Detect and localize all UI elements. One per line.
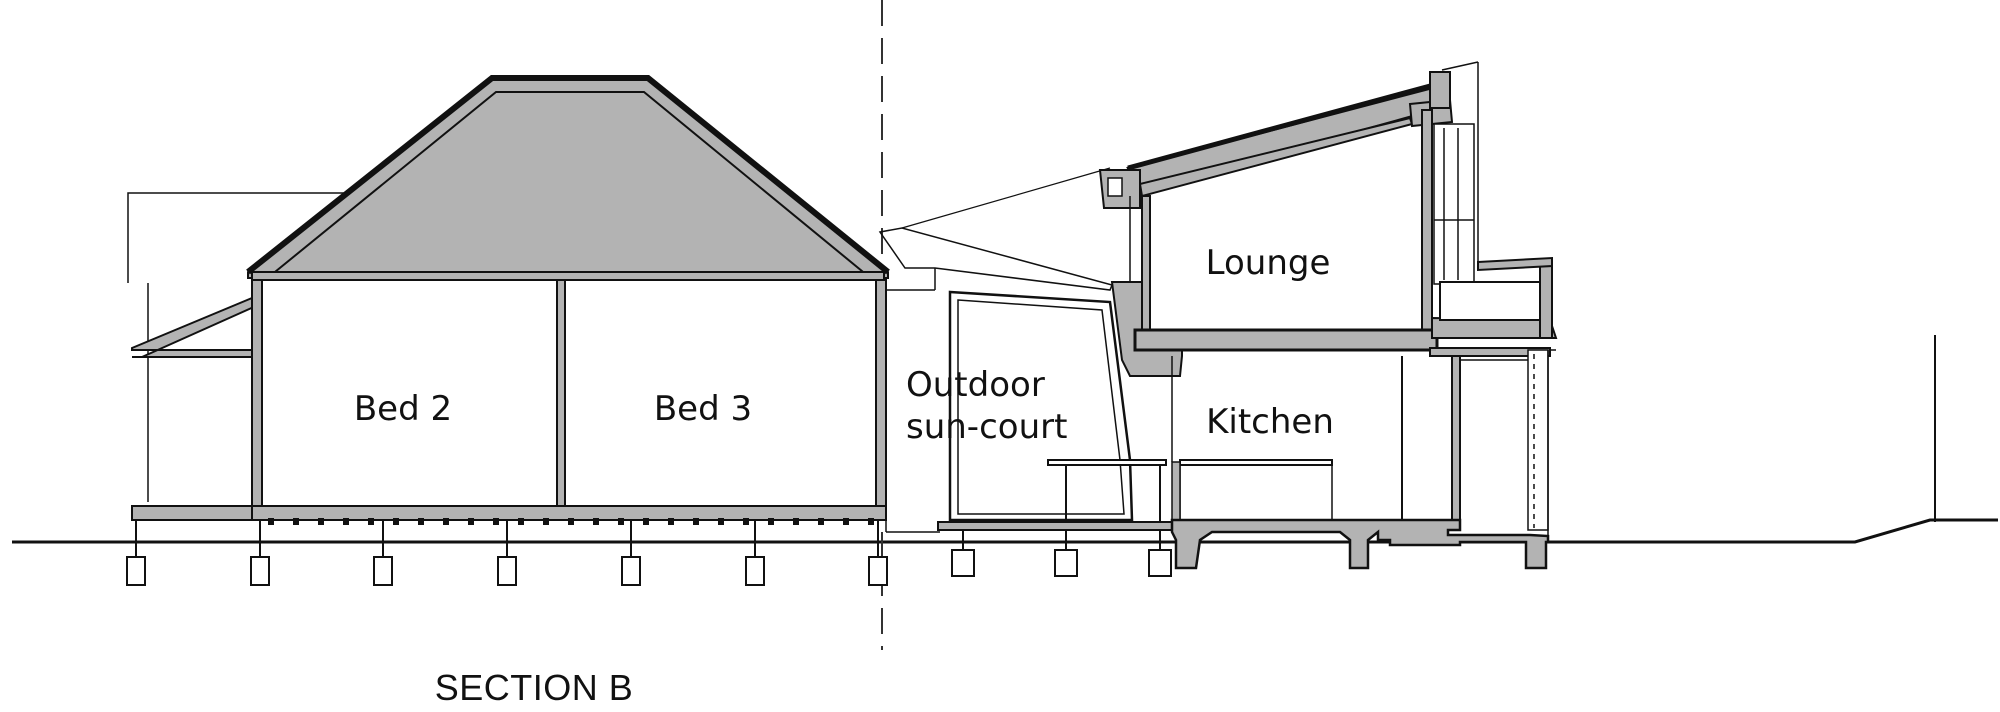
- stump-footing: [250, 556, 270, 586]
- stump-footing: [621, 556, 641, 586]
- floor-joists: [268, 518, 874, 525]
- floor-joist: [843, 518, 849, 525]
- stump-footing: [126, 556, 146, 586]
- balcony-cap: [1477, 256, 1553, 272]
- floor-joist: [418, 518, 424, 525]
- neighbour-outline: [127, 192, 345, 283]
- canopy-sightline: [901, 167, 1111, 229]
- room-label-bed2: Bed 2: [354, 389, 452, 429]
- roof-flashing: [1429, 71, 1451, 109]
- room-label-lounge: Lounge: [1206, 243, 1331, 283]
- stump-footing: [1054, 549, 1078, 577]
- room-label-kitchen: Kitchen: [1206, 402, 1334, 442]
- verandah-roof: [131, 296, 258, 358]
- sun-court-canopy: [878, 227, 1114, 291]
- floor-joist: [568, 518, 574, 525]
- kitchen-bench: [1179, 459, 1333, 466]
- floor-joist: [768, 518, 774, 525]
- floor-joist: [368, 518, 374, 525]
- floor-joist: [693, 518, 699, 525]
- kitchen-right-wall: [1451, 355, 1461, 523]
- floor-joist: [593, 518, 599, 525]
- roof-outer-edge: [246, 75, 890, 275]
- gutter-detail: [1107, 177, 1123, 197]
- floor-joist: [293, 518, 299, 525]
- bed3-right-wall: [875, 279, 887, 509]
- verandah-deck: [131, 505, 253, 521]
- ceiling-band: [251, 271, 885, 281]
- stump-footing: [497, 556, 517, 586]
- floor-joist: [718, 518, 724, 525]
- bed2-left-wall: [251, 279, 263, 509]
- room-label-outdoor: Outdoor: [906, 365, 1045, 405]
- stump-footing: [745, 556, 765, 586]
- floor-joist: [468, 518, 474, 525]
- stump-footing: [868, 556, 888, 586]
- roof-inner-edge: [269, 91, 869, 277]
- balcony-beam: [1429, 347, 1551, 357]
- stump-footing: [1148, 549, 1172, 577]
- floor-joist: [543, 518, 549, 525]
- balcony-wall: [1539, 261, 1553, 339]
- sun-court-deck: [937, 521, 1179, 531]
- clerestory-window: [1433, 123, 1475, 285]
- floor-joist: [343, 518, 349, 525]
- kitchen-slab: [1170, 518, 1550, 570]
- left-floor: [251, 505, 887, 521]
- lounge-floor: [1133, 328, 1439, 352]
- floor-joist: [618, 518, 624, 525]
- balcony-balustrade: [1439, 281, 1551, 321]
- floor-joist: [793, 518, 799, 525]
- floor-joist: [818, 518, 824, 525]
- floor-joist: [393, 518, 399, 525]
- floor-joist: [868, 518, 874, 525]
- bench-post: [1171, 461, 1181, 523]
- room-label-bed3: Bed 3: [654, 389, 752, 429]
- floor-joist: [268, 518, 274, 525]
- sun-court-screen: [948, 290, 1134, 522]
- room-label-suncourt: sun-court: [906, 407, 1067, 447]
- section-title: SECTION B: [435, 667, 634, 708]
- floor-joist: [643, 518, 649, 525]
- stumps-court: [951, 530, 1172, 577]
- outdoor-table: [1047, 459, 1167, 466]
- lounge-right-wall: [1421, 109, 1433, 331]
- floor-joist: [493, 518, 499, 525]
- floor-joist: [318, 518, 324, 525]
- stump-footing: [373, 556, 393, 586]
- floor-joist: [743, 518, 749, 525]
- stump-footing: [951, 549, 975, 577]
- kitchen-window: [1527, 349, 1549, 531]
- sun-court-screen-inner: [957, 299, 1125, 515]
- ground-line: [12, 518, 1998, 544]
- floor-joist: [443, 518, 449, 525]
- lounge-left-stud: [1141, 195, 1151, 337]
- stumps-left: [126, 520, 888, 586]
- roof-sightline: [1441, 61, 1479, 71]
- floor-joist: [518, 518, 524, 525]
- hip-roof: [247, 77, 889, 279]
- party-wall: [556, 279, 566, 509]
- floor-joist: [668, 518, 674, 525]
